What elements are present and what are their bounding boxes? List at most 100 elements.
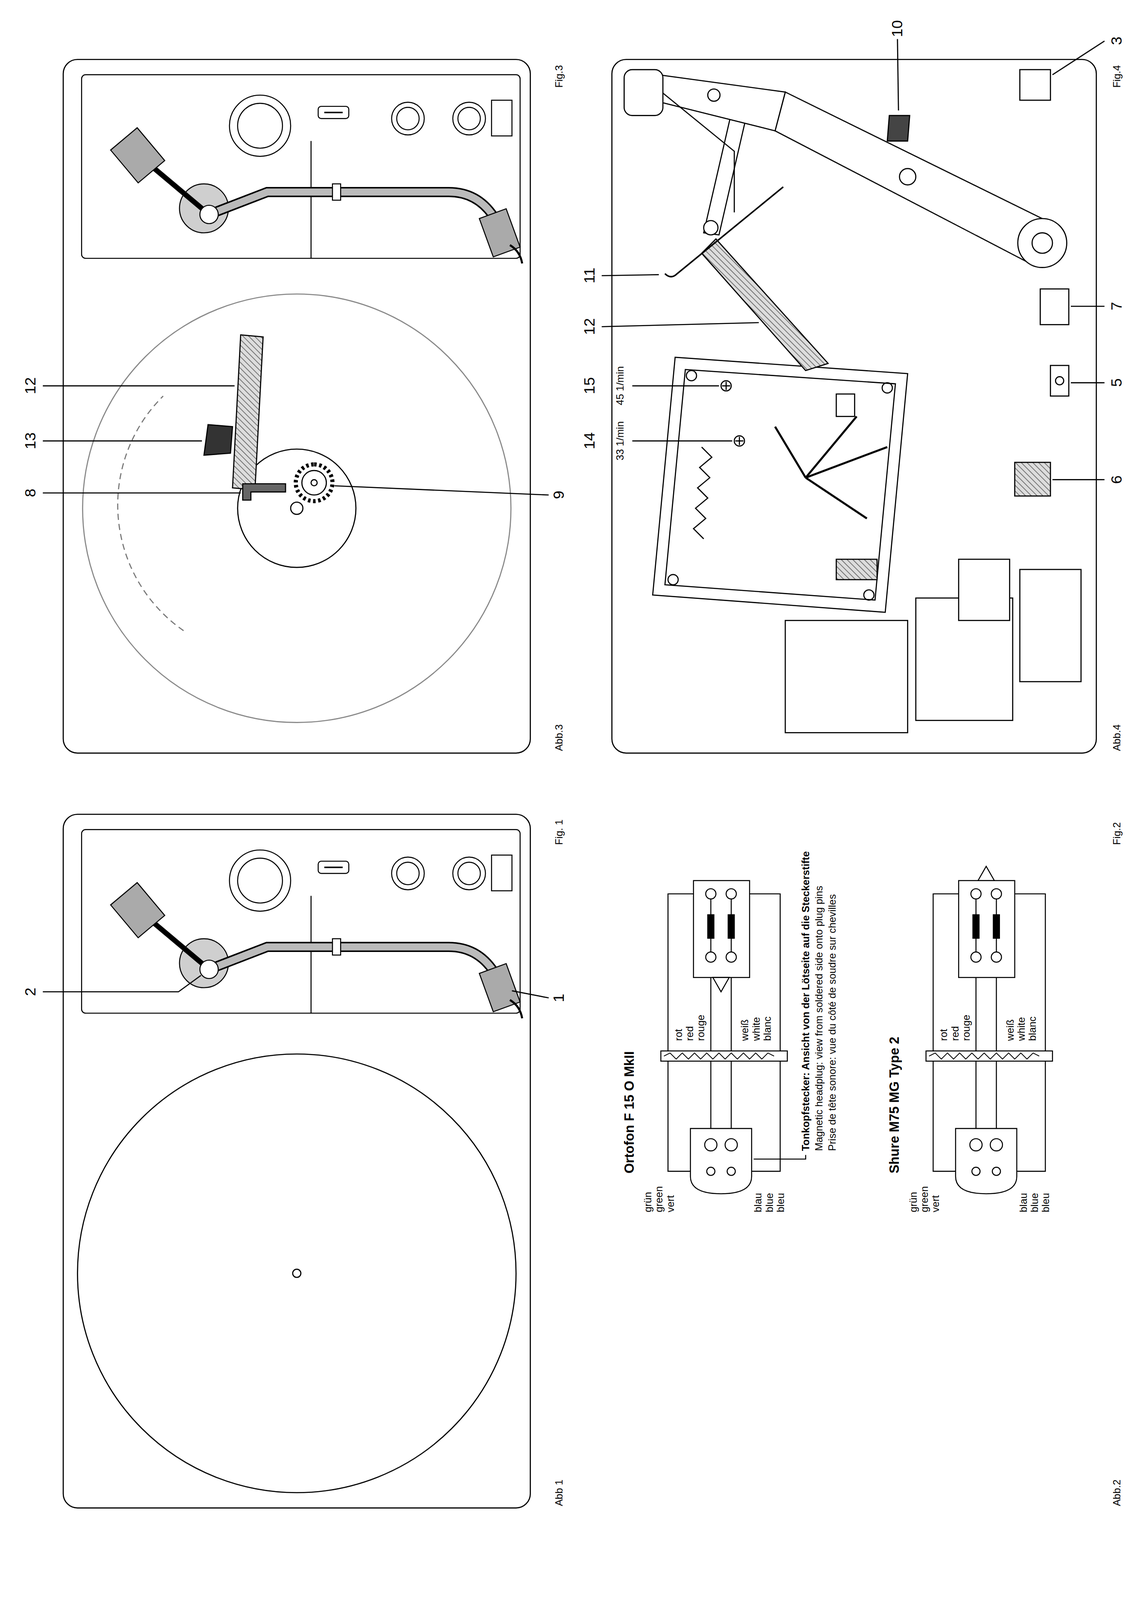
note-text: Magnetic headplug: view from soldered si…	[813, 885, 825, 1152]
figure-label: Fig. 1	[553, 819, 565, 845]
figure-1	[42, 813, 549, 1508]
part-6	[1014, 462, 1051, 496]
hatched-mark	[836, 559, 878, 580]
stylus-mark	[978, 865, 995, 881]
figure-2	[926, 880, 1053, 1194]
main-lever	[775, 92, 1051, 264]
lever-12	[701, 239, 828, 371]
pivot	[703, 220, 718, 235]
gear-9	[295, 464, 333, 502]
figure-label: Fig.4	[1111, 64, 1123, 88]
platter	[77, 1053, 517, 1493]
callout-number: 6	[1108, 475, 1126, 484]
part-3	[1020, 69, 1051, 101]
leader-line	[334, 485, 549, 496]
callout-number: 15	[581, 377, 598, 395]
wire-color: weiß white blanc	[1004, 1016, 1038, 1041]
callout-number: 12	[22, 377, 39, 395]
main-lever	[1031, 232, 1053, 254]
figure-label: Abb.2	[1111, 1479, 1123, 1506]
screw	[667, 574, 679, 585]
cartridge-title: Shure M75 MG Type 2	[887, 1036, 902, 1173]
main-lever	[899, 168, 916, 185]
main-lever	[707, 88, 720, 102]
spindle	[290, 501, 304, 515]
leader-line	[512, 990, 549, 998]
leader-line	[601, 322, 759, 327]
screw	[686, 370, 697, 381]
callout-number: 10	[889, 20, 907, 38]
figure-label: Abb.3	[553, 724, 565, 751]
figure-3	[42, 59, 549, 753]
speed-plate	[652, 357, 908, 613]
wire-color: rot red rouge	[938, 1014, 972, 1041]
gear-9	[311, 479, 318, 486]
figure-3	[110, 127, 522, 264]
screw	[882, 382, 893, 394]
motor-block	[958, 559, 1010, 621]
motor-block	[1020, 569, 1082, 682]
callout-number: 12	[581, 317, 598, 336]
callout-number: 2	[22, 987, 39, 996]
adjust-screw	[734, 435, 745, 446]
leader-line	[1070, 305, 1105, 307]
platter-outline	[82, 294, 512, 723]
leader-line	[1070, 381, 1105, 384]
adjust-screw	[735, 436, 744, 445]
leader-line	[632, 385, 720, 387]
figure-frame	[63, 59, 531, 753]
motor-block	[785, 620, 908, 733]
note-text: Tonkopfstecker: Ansicht von der Lötseite…	[800, 851, 812, 1151]
stylus-mark	[712, 977, 729, 992]
adjust-screw	[722, 381, 731, 390]
adjust-screw	[720, 380, 732, 391]
part-5	[1055, 376, 1064, 385]
wire-color: blau blue bleu	[752, 1192, 787, 1213]
spring-wire	[805, 446, 888, 478]
idler-shaft	[662, 93, 735, 213]
spindle	[292, 1268, 301, 1277]
wire-color: grün green vert	[642, 1186, 677, 1213]
leader-line	[753, 1154, 806, 1160]
figure-label: Abb 1	[553, 1479, 565, 1506]
cartridge-title: Ortofon F 15 O MkII	[622, 1050, 637, 1173]
callout-number: 7	[1108, 301, 1126, 311]
callout-number: 14	[581, 432, 598, 450]
speed-label: 33 1/min	[614, 421, 626, 461]
main-lever	[1017, 218, 1067, 268]
figure-1	[110, 882, 522, 1019]
part-10	[887, 115, 910, 142]
callout-number: 13	[22, 432, 39, 450]
figure-frame	[612, 59, 1097, 753]
figure-2	[660, 880, 788, 1194]
note-text: Prise de tête sonore: vue du côté de sou…	[826, 894, 838, 1152]
callout-number: 8	[22, 488, 39, 498]
leader-line	[1052, 478, 1105, 481]
figure-frame	[63, 813, 531, 1508]
speed-label: 45 1/min	[614, 366, 626, 406]
figure-label: Fig.3	[553, 64, 565, 88]
wire-color: grün green vert	[907, 1186, 942, 1213]
callout-number: 9	[550, 490, 568, 499]
figure-label: Abb.4	[1111, 724, 1123, 751]
small-bracket	[836, 393, 855, 417]
leader-line	[42, 975, 201, 992]
wire-color: weiß white blanc	[739, 1016, 773, 1041]
part-5	[1050, 365, 1069, 397]
part-13	[204, 424, 233, 456]
spring-wire	[775, 426, 806, 478]
callout-number: 1	[550, 993, 568, 1003]
leader-line	[897, 38, 899, 111]
cam-track	[117, 396, 184, 631]
figure-4	[601, 38, 1105, 753]
callout-number: 5	[1108, 378, 1126, 387]
comb-slot	[693, 446, 712, 539]
leader-line	[42, 385, 235, 387]
figure-2	[660, 865, 1053, 1194]
lever-12	[232, 334, 264, 490]
screw	[863, 589, 875, 601]
rod-11	[664, 186, 784, 277]
